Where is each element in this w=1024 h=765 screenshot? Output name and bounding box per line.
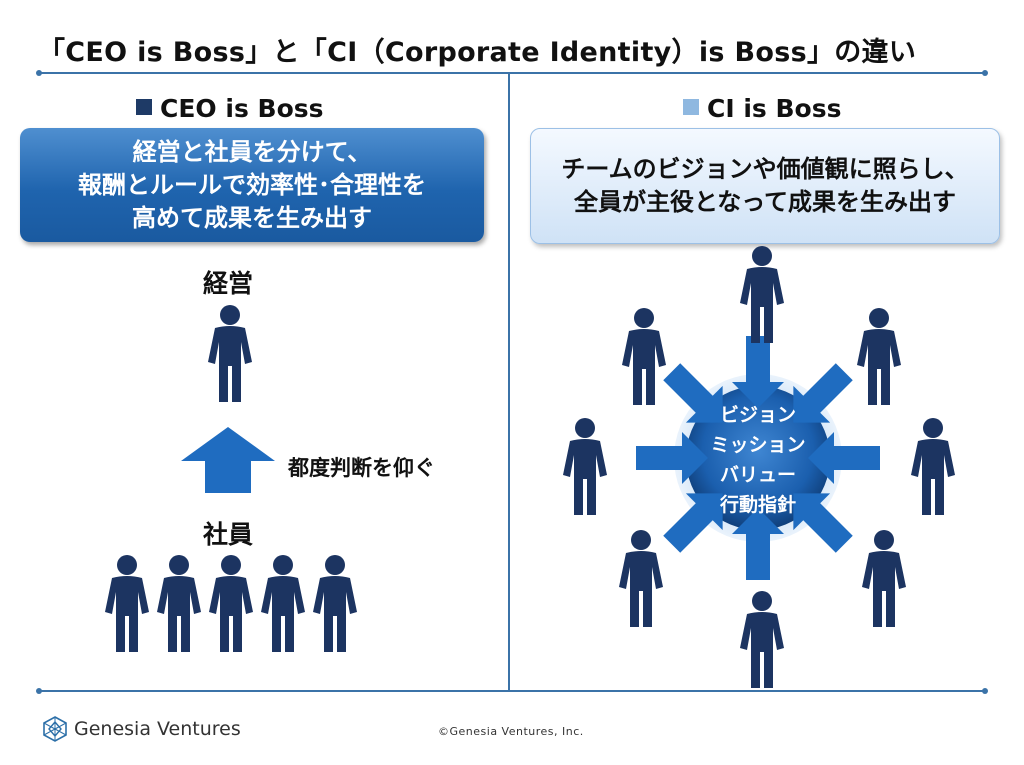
employee-person-icon [313,555,357,652]
member-person-icon [862,530,906,627]
arrow-caption: 都度判断を仰ぐ [288,456,435,480]
right-description-box: チームのビジョンや価値観に照らし、 全員が主役となって成果を生み出す [530,128,1000,244]
employee-person-icon [105,555,149,652]
left-box-line-1: 経営と社員を分けて、 [132,137,372,166]
right-box-line-2: 全員が主役となって成果を生み出す [573,188,957,216]
slide-title: 「CEO is Boss」と「CI（Corporate Identity）is … [38,37,917,68]
hub-line-vision: ビジョン [719,404,796,426]
bottom-rule [38,690,986,692]
employees-group [105,555,357,652]
employee-person-icon [209,555,253,652]
employee-person-icon [261,555,305,652]
member-person-icon [740,246,784,343]
left-box-line-2: 報酬とルールで効率性･合理性を [78,170,426,199]
column-divider [508,74,510,690]
right-heading-square [683,99,699,115]
footer-logo-text: Genesia Ventures [74,718,241,740]
footer-logo: Genesia Ventures [42,716,241,742]
member-person-icon [740,591,784,688]
left-heading-text: CEO is Boss [160,94,324,123]
top-rule-end-dot [982,70,988,76]
member-person-icon [619,530,663,627]
management-label: 経営 [203,269,254,298]
left-heading-square [136,99,152,115]
member-person-icon [563,418,607,515]
right-box-line-1: チームのビジョンや価値観に照らし、 [561,155,969,183]
member-person-icon [622,308,666,405]
left-box-line-3: 高めて成果を生み出す [132,203,372,232]
left-description-box: 経営と社員を分けて、 報酬とルールで効率性･合理性を 高めて成果を生み出す [20,128,484,242]
left-heading: CEO is Boss [136,94,324,123]
hub-line-guideline: 行動指針 [719,494,796,516]
top-rule [38,72,986,74]
up-arrow-icon [181,427,275,493]
right-heading: CI is Boss [683,94,842,123]
member-person-icon [911,418,955,515]
management-person-icon [208,305,252,402]
employee-person-icon [157,555,201,652]
copyright-text: ©Genesia Ventures, Inc. [438,725,584,738]
bottom-rule-end-dot [982,688,988,694]
ci-hub-diagram [563,246,955,688]
employees-label: 社員 [203,520,254,549]
hub-text: ビジョン ミッション バリュー 行動指針 [688,400,828,520]
right-heading-text: CI is Boss [707,94,842,123]
genesia-logo-icon [43,716,67,742]
hub-line-mission: ミッション [710,434,806,456]
member-person-icon [857,308,901,405]
hub-line-value: バリュー [719,464,796,486]
